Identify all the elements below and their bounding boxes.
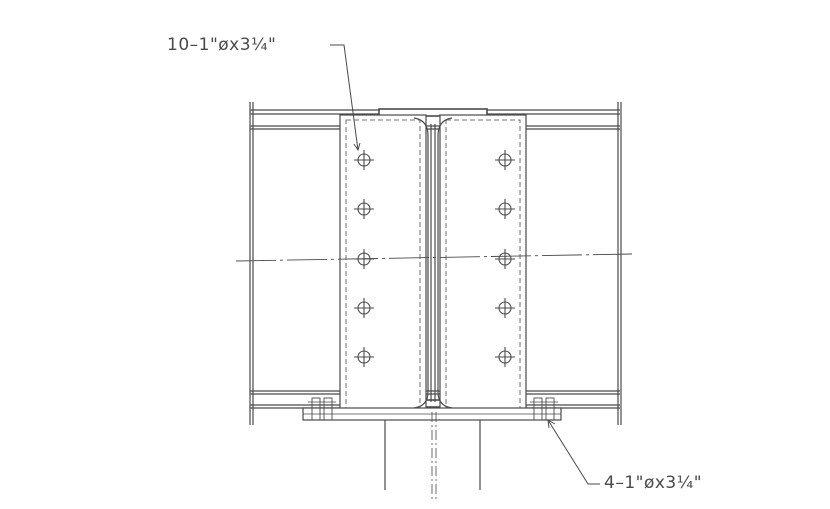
top-cover-plate <box>378 108 488 117</box>
bolt-hole <box>354 150 374 170</box>
top-bolt-callout-label: 10–1"øx3¼" <box>167 35 277 55</box>
top-callout-leader <box>330 44 361 152</box>
horizontal-centerline <box>235 253 633 262</box>
column-right-flange-curve <box>437 117 453 409</box>
base-bolts-right <box>530 397 558 421</box>
left-splice-plate-hidden <box>345 119 421 409</box>
column-left-flange-curve <box>413 117 429 409</box>
bolt-hole <box>495 150 515 170</box>
bolt-hole <box>354 347 374 367</box>
base-bolts-left <box>308 397 336 421</box>
base-plate-assembly <box>302 407 562 500</box>
bolt-hole <box>495 347 515 367</box>
bottom-bolt-callout-label: 4–1"øx3¼" <box>604 473 703 493</box>
base-bolt <box>323 397 333 421</box>
bolt-hole <box>495 298 515 318</box>
left-bolt-holes <box>354 150 374 367</box>
base-bolt <box>545 397 555 421</box>
top-leader-arrowhead <box>353 142 361 152</box>
right-bolt-holes <box>495 150 515 367</box>
right-splice-plate-hidden <box>445 119 521 409</box>
top-leader-line <box>330 44 359 151</box>
base-bolt <box>533 397 543 421</box>
bolt-hole <box>495 249 515 269</box>
base-bolt <box>311 397 321 421</box>
outer-frame-lines <box>249 102 622 425</box>
left-splice-plate <box>339 114 427 414</box>
bottom-leader-arrowhead <box>547 419 556 429</box>
bottom-leader-line <box>547 419 600 485</box>
right-splice-plate <box>439 114 527 414</box>
column-section <box>413 117 453 409</box>
bolt-hole <box>354 199 374 219</box>
bolt-hole <box>495 199 515 219</box>
bolt-hole <box>354 298 374 318</box>
bottom-callout-leader <box>547 419 600 485</box>
bolt-hole <box>354 249 374 269</box>
